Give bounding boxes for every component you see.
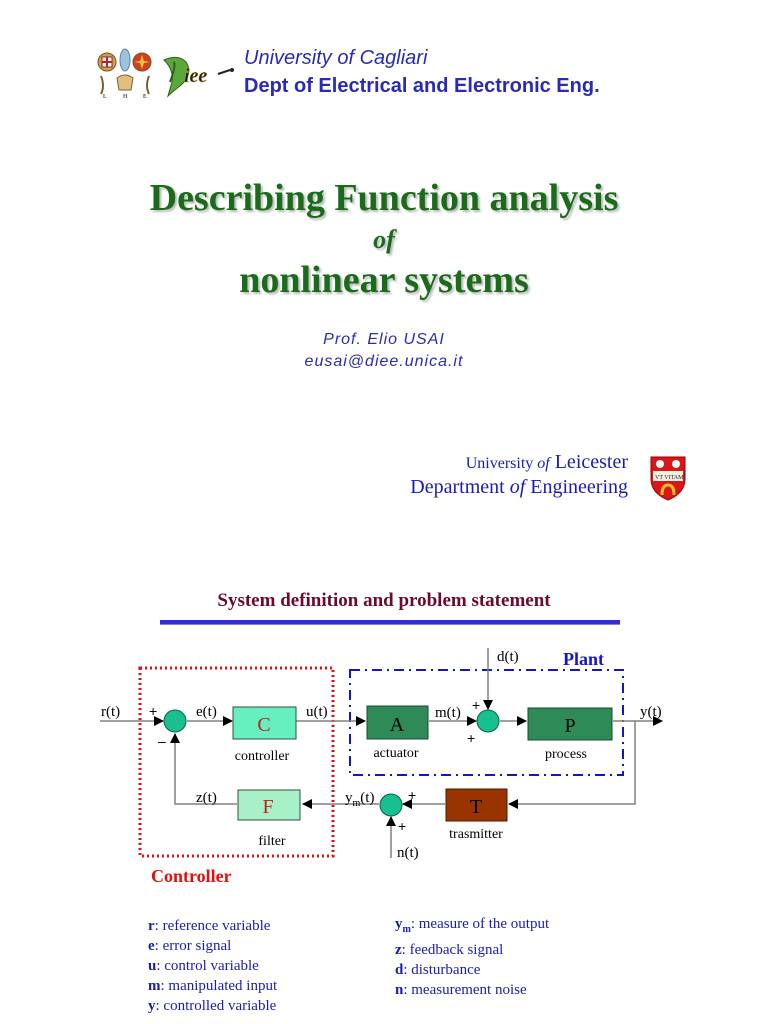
diee-logo-icon: iee [163, 56, 234, 98]
svg-text:–: – [158, 733, 166, 749]
leicester-shield-icon: VT VITAM [650, 456, 686, 501]
summing-junction-error [163, 709, 187, 733]
svg-text:F: F [262, 796, 273, 818]
summing-junction-noise [379, 793, 403, 817]
svg-text:+: + [467, 730, 475, 746]
svg-text:process: process [545, 747, 587, 762]
svg-text:trasmitter: trasmitter [449, 827, 503, 842]
leicester-line2-of: of [509, 476, 526, 498]
legend-item-u: u: control variable [148, 958, 259, 974]
legend-item-n: n: measurement noise [395, 982, 527, 998]
block-filter: F filter [237, 789, 301, 849]
svg-text:T: T [470, 796, 482, 818]
plant-group-box [349, 669, 624, 776]
svg-text:L: L [103, 94, 107, 100]
svg-text:P: P [564, 715, 575, 737]
leicester-department-label: Department of Engineering [410, 476, 628, 499]
svg-text:+: + [149, 703, 157, 719]
summing-junction-disturbance [476, 709, 500, 733]
svg-text:+: + [472, 697, 480, 713]
main-title-line1: Describing Function analysis [149, 177, 619, 219]
svg-text:A: A [390, 714, 405, 736]
signal-e: e(t) [196, 704, 217, 720]
signal-r: r(t) [101, 704, 120, 720]
legend-item-y: y: controlled variable [148, 998, 277, 1014]
leicester-university-label: University of Leicester [466, 451, 628, 474]
legend-left: r: reference variable e: error signal u:… [148, 916, 277, 1016]
author-name: Prof. Elio USAI [323, 331, 445, 348]
leicester-line1-of: of [537, 455, 550, 472]
leicester-line1-b: Leicester [549, 451, 628, 473]
svg-text:H: H [123, 94, 128, 100]
section-title: System definition and problem statement [217, 590, 551, 611]
svg-text:actuator: actuator [373, 746, 418, 761]
leicester-line2-a: Department [410, 476, 510, 498]
legend-item-e: e: error signal [148, 938, 232, 954]
block-transmitter: T trasmitter [445, 788, 508, 842]
block-diagram: C controller A actuator P process F filt… [100, 648, 663, 886]
svg-text:filter: filter [258, 834, 286, 849]
block-process: P process [527, 707, 613, 762]
leicester-line2-b: Engineering [525, 476, 628, 498]
signal-d: d(t) [497, 649, 519, 665]
signal-y: y(t) [640, 704, 662, 720]
svg-text:controller: controller [235, 749, 290, 764]
block-controller: C controller [232, 706, 297, 764]
svg-text:E: E [143, 94, 147, 100]
university-cagliari-label: University of Cagliari [244, 47, 428, 69]
legend-right: ym: measure of the output z: feedback si… [395, 914, 549, 1000]
leicester-line1-a: University [465, 455, 538, 472]
controller-group-label: Controller [151, 866, 232, 886]
svg-text:+: + [408, 787, 416, 803]
main-title-connector: of [373, 225, 395, 254]
author-email: eusai@diee.unica.it [304, 353, 464, 370]
signal-n: n(t) [397, 845, 419, 861]
main-title-line2: nonlinear systems [239, 259, 529, 301]
svg-text:C: C [257, 714, 270, 736]
dept-cagliari-label: Dept of Electrical and Electronic Eng. [244, 75, 600, 97]
signal-u: u(t) [306, 704, 328, 720]
legend-item-m: m: manipulated input [148, 978, 278, 994]
section-divider [160, 620, 620, 625]
svg-text:VT VITAM: VT VITAM [655, 475, 684, 481]
legend-item-d: d: disturbance [395, 962, 481, 978]
legend-item-z: z: feedback signal [395, 942, 504, 958]
signal-ym: ym(t) [345, 790, 374, 809]
plant-group-label: Plant [563, 649, 604, 669]
controller-group-box [138, 666, 335, 858]
svg-text:iee: iee [184, 65, 207, 87]
block-actuator: A actuator [366, 705, 429, 761]
svg-text:+: + [398, 818, 406, 834]
legend-item-r: r: reference variable [148, 918, 271, 934]
signal-z: z(t) [196, 790, 217, 806]
legend-item-ym: ym: measure of the output [395, 916, 550, 935]
signal-m: m(t) [435, 705, 461, 721]
